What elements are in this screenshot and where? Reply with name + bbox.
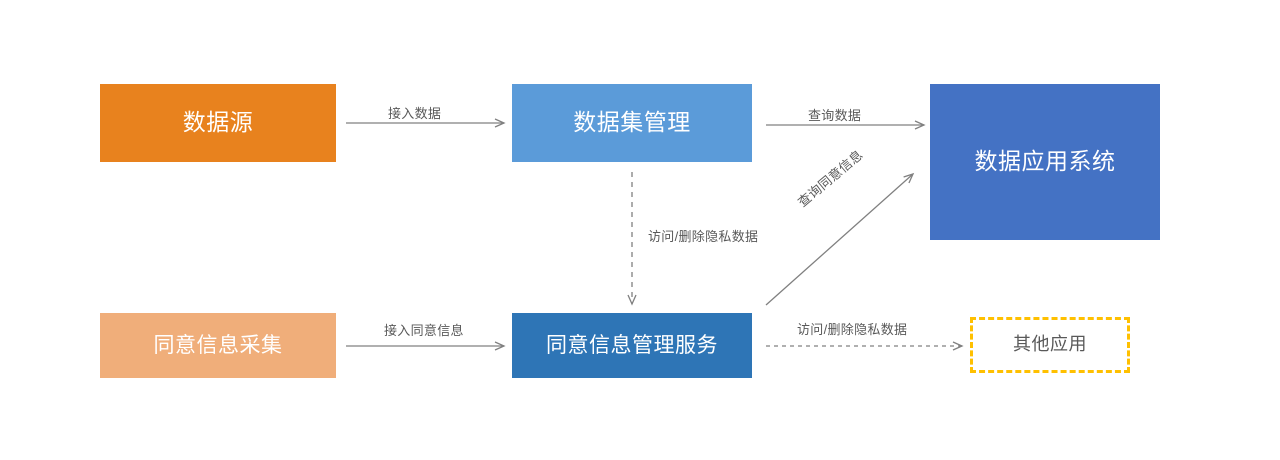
- node-consent-information-management-service[interactable]: 同意信息管理服务: [512, 313, 752, 378]
- edge-label-query-data: 查询数据: [808, 108, 862, 123]
- node-data-source[interactable]: 数据源: [100, 84, 336, 162]
- edge-label-ingest-consent-info: 接入同意信息: [384, 323, 464, 338]
- node-dataset-management[interactable]: 数据集管理: [512, 84, 752, 162]
- node-consent-information-collection[interactable]: 同意信息采集: [100, 313, 336, 378]
- edge-label-access-delete-private-data-horizontal: 访问/删除隐私数据: [797, 322, 908, 337]
- node-data-source-label: 数据源: [182, 109, 254, 136]
- node-consent-information-management-service-label: 同意信息管理服务: [546, 333, 718, 357]
- node-data-application-system[interactable]: 数据应用系统: [930, 84, 1160, 240]
- edge-label-access-delete-private-data-vertical: 访问/删除隐私数据: [648, 229, 759, 244]
- edge-label-ingest-data: 接入数据: [388, 106, 442, 121]
- node-data-application-system-label: 数据应用系统: [974, 148, 1116, 175]
- node-consent-information-collection-label: 同意信息采集: [153, 333, 283, 357]
- node-other-applications[interactable]: 其他应用: [970, 317, 1130, 373]
- node-other-applications-label: 其他应用: [1013, 334, 1087, 355]
- edge-query-consent-info: [765, 172, 915, 306]
- node-dataset-management-label: 数据集管理: [573, 109, 691, 136]
